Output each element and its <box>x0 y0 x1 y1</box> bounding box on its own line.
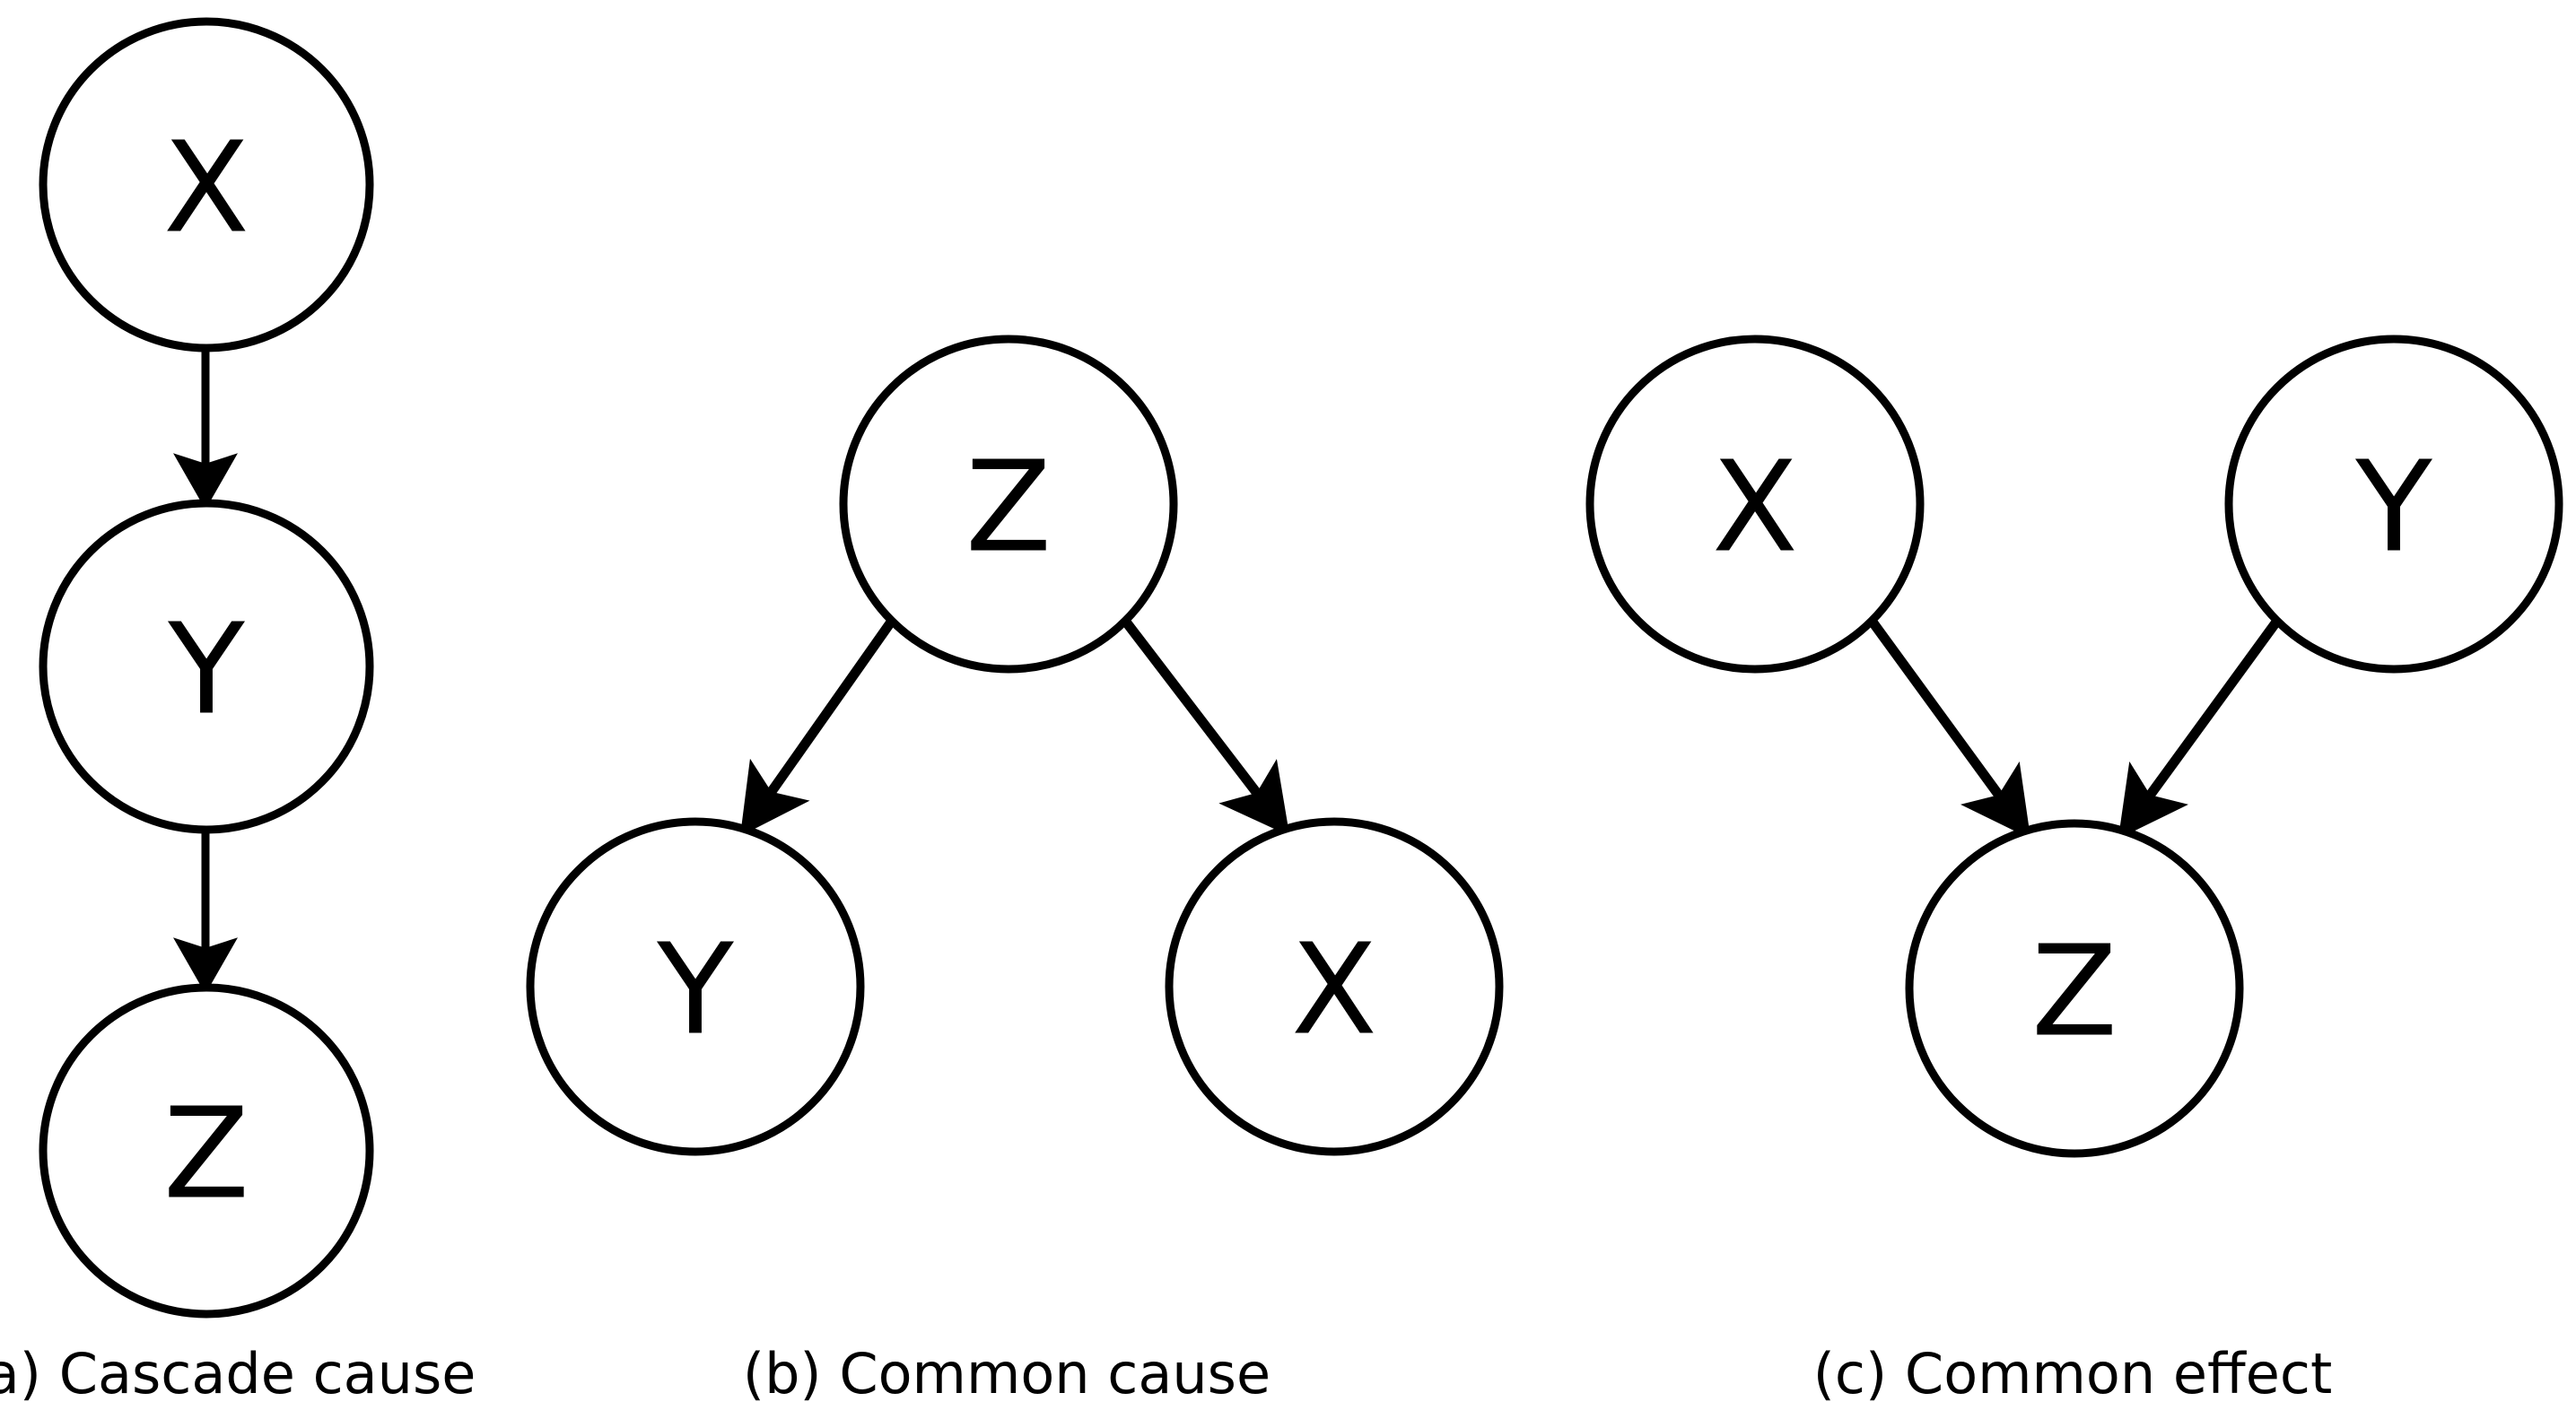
node-z-circle[interactable] <box>1905 819 2244 1158</box>
node-y-circle[interactable] <box>2224 335 2563 674</box>
caption-common-effect: (c) Common effect <box>1813 1341 2333 1406</box>
node-x-circle[interactable] <box>39 17 374 353</box>
node-z-circle[interactable] <box>839 335 1178 674</box>
captions: (a) Cascade cause (b) Common cause (c) C… <box>0 1341 2332 1406</box>
edge-z-to-x <box>1121 617 1290 836</box>
node-y-circle[interactable] <box>526 817 865 1156</box>
node-z-circle[interactable] <box>39 983 374 1319</box>
node-x-circle[interactable] <box>1585 335 1925 674</box>
panel-common-cause: Z Y X <box>526 335 1504 1156</box>
node-y-label: Y <box>167 597 245 744</box>
node-z-label: Z <box>965 435 1052 581</box>
node-y-circle[interactable] <box>39 499 374 834</box>
edge-x-to-z <box>1867 617 2031 840</box>
node-z-label: Z <box>2031 919 2118 1066</box>
edge-y-to-z <box>2118 617 2282 840</box>
caption-common-cause: (b) Common cause <box>743 1341 1271 1406</box>
node-x-circle[interactable] <box>1165 817 1504 1156</box>
panel-common-effect: X Y Z <box>1585 335 2563 1158</box>
node-z-label: Z <box>163 1082 249 1228</box>
panel-cascade: X Y Z <box>39 17 374 1319</box>
node-y-label: Y <box>656 918 734 1064</box>
node-x-label: X <box>163 116 249 262</box>
edge-z-to-y <box>739 617 896 837</box>
caption-cascade: (a) Cascade cause <box>0 1341 476 1406</box>
node-x-label: X <box>1291 918 1377 1064</box>
node-x-label: X <box>1712 435 1798 581</box>
node-y-label: Y <box>2354 435 2432 581</box>
